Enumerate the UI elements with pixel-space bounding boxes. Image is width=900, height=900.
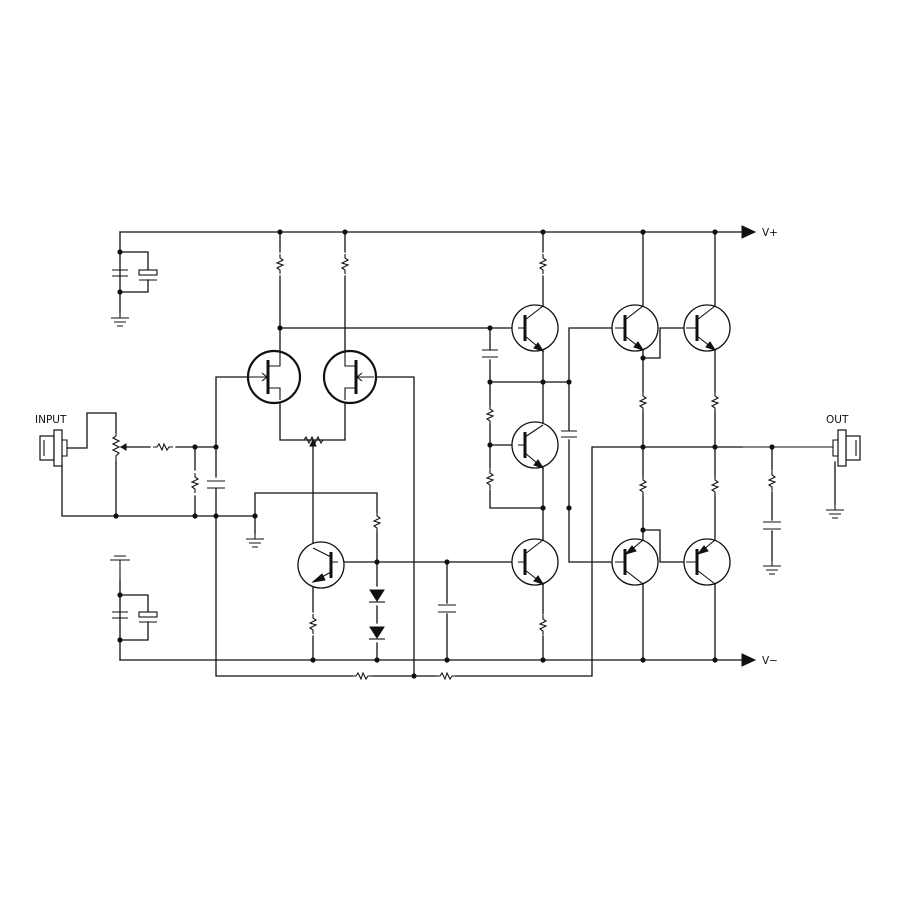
junctions — [113, 229, 775, 679]
transistor-output-top — [683, 304, 731, 352]
input-jack — [39, 429, 68, 467]
output-jack — [742, 429, 861, 467]
ground-symbols — [110, 311, 845, 580]
jfet-right — [322, 349, 378, 405]
transistor-vas-lower — [511, 538, 559, 586]
transistor-driver-bottom — [611, 538, 659, 586]
transistor-driver-top — [611, 304, 659, 352]
capacitors — [112, 269, 781, 623]
tail-trimmer — [300, 435, 327, 447]
vplus-label: V+ — [762, 227, 778, 239]
output-label: OUT — [826, 414, 849, 426]
resistors — [152, 253, 776, 680]
diodes — [369, 589, 385, 640]
jfet-left — [246, 349, 302, 405]
transistor-vbe-multiplier — [511, 421, 559, 469]
transistor-vas — [511, 304, 559, 352]
supply-arrows — [741, 225, 757, 667]
wires — [61, 231, 836, 677]
input-potentiometer — [111, 432, 128, 462]
transistor-current-source — [297, 541, 345, 589]
vminus-label: V− — [762, 655, 778, 667]
input-label: INPUT — [35, 414, 67, 426]
transistor-output-bottom — [683, 538, 731, 586]
